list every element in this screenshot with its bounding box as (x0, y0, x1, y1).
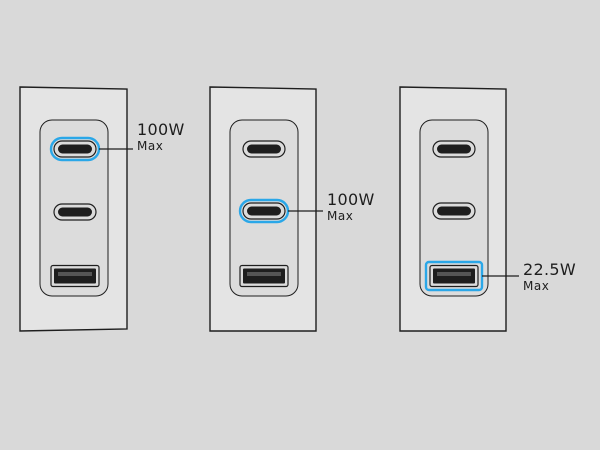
callout-label-3: 22.5W Max (523, 260, 576, 293)
callout-max: Max (327, 209, 354, 223)
usb-c-slot (247, 206, 281, 216)
usb-a-port-icon (429, 264, 479, 288)
usb-c-slot (437, 144, 471, 154)
usb-c-port-icon (53, 203, 97, 221)
callout-label-2: 100W Max (327, 190, 375, 223)
usb-c-slot (247, 144, 281, 154)
charger-panel-2 (209, 86, 323, 332)
callout-watts: 100W (327, 190, 375, 209)
callout-max: Max (523, 279, 550, 293)
usb-a-contact-tongue (437, 272, 471, 276)
usb-a-contact-tongue (58, 272, 92, 276)
usb-c-port-icon (432, 140, 476, 158)
usb-c-slot (58, 144, 92, 154)
usb-c-port-icon (53, 140, 97, 158)
usb-a-port-icon (50, 264, 100, 288)
charger-panel-1 (19, 86, 133, 332)
callout-max: Max (137, 139, 164, 153)
callout-watts: 22.5W (523, 260, 576, 279)
usb-c-port-icon (432, 202, 476, 220)
usb-c-port-icon (242, 140, 286, 158)
usb-a-contact-tongue (247, 272, 281, 276)
charger-panel-3 (399, 86, 519, 332)
callout-label-1: 100W Max (137, 120, 185, 153)
usb-a-port-icon (239, 264, 289, 288)
usb-c-slot (58, 207, 92, 217)
usb-c-port-icon (242, 202, 286, 220)
usb-c-slot (437, 206, 471, 216)
callout-watts: 100W (137, 120, 185, 139)
